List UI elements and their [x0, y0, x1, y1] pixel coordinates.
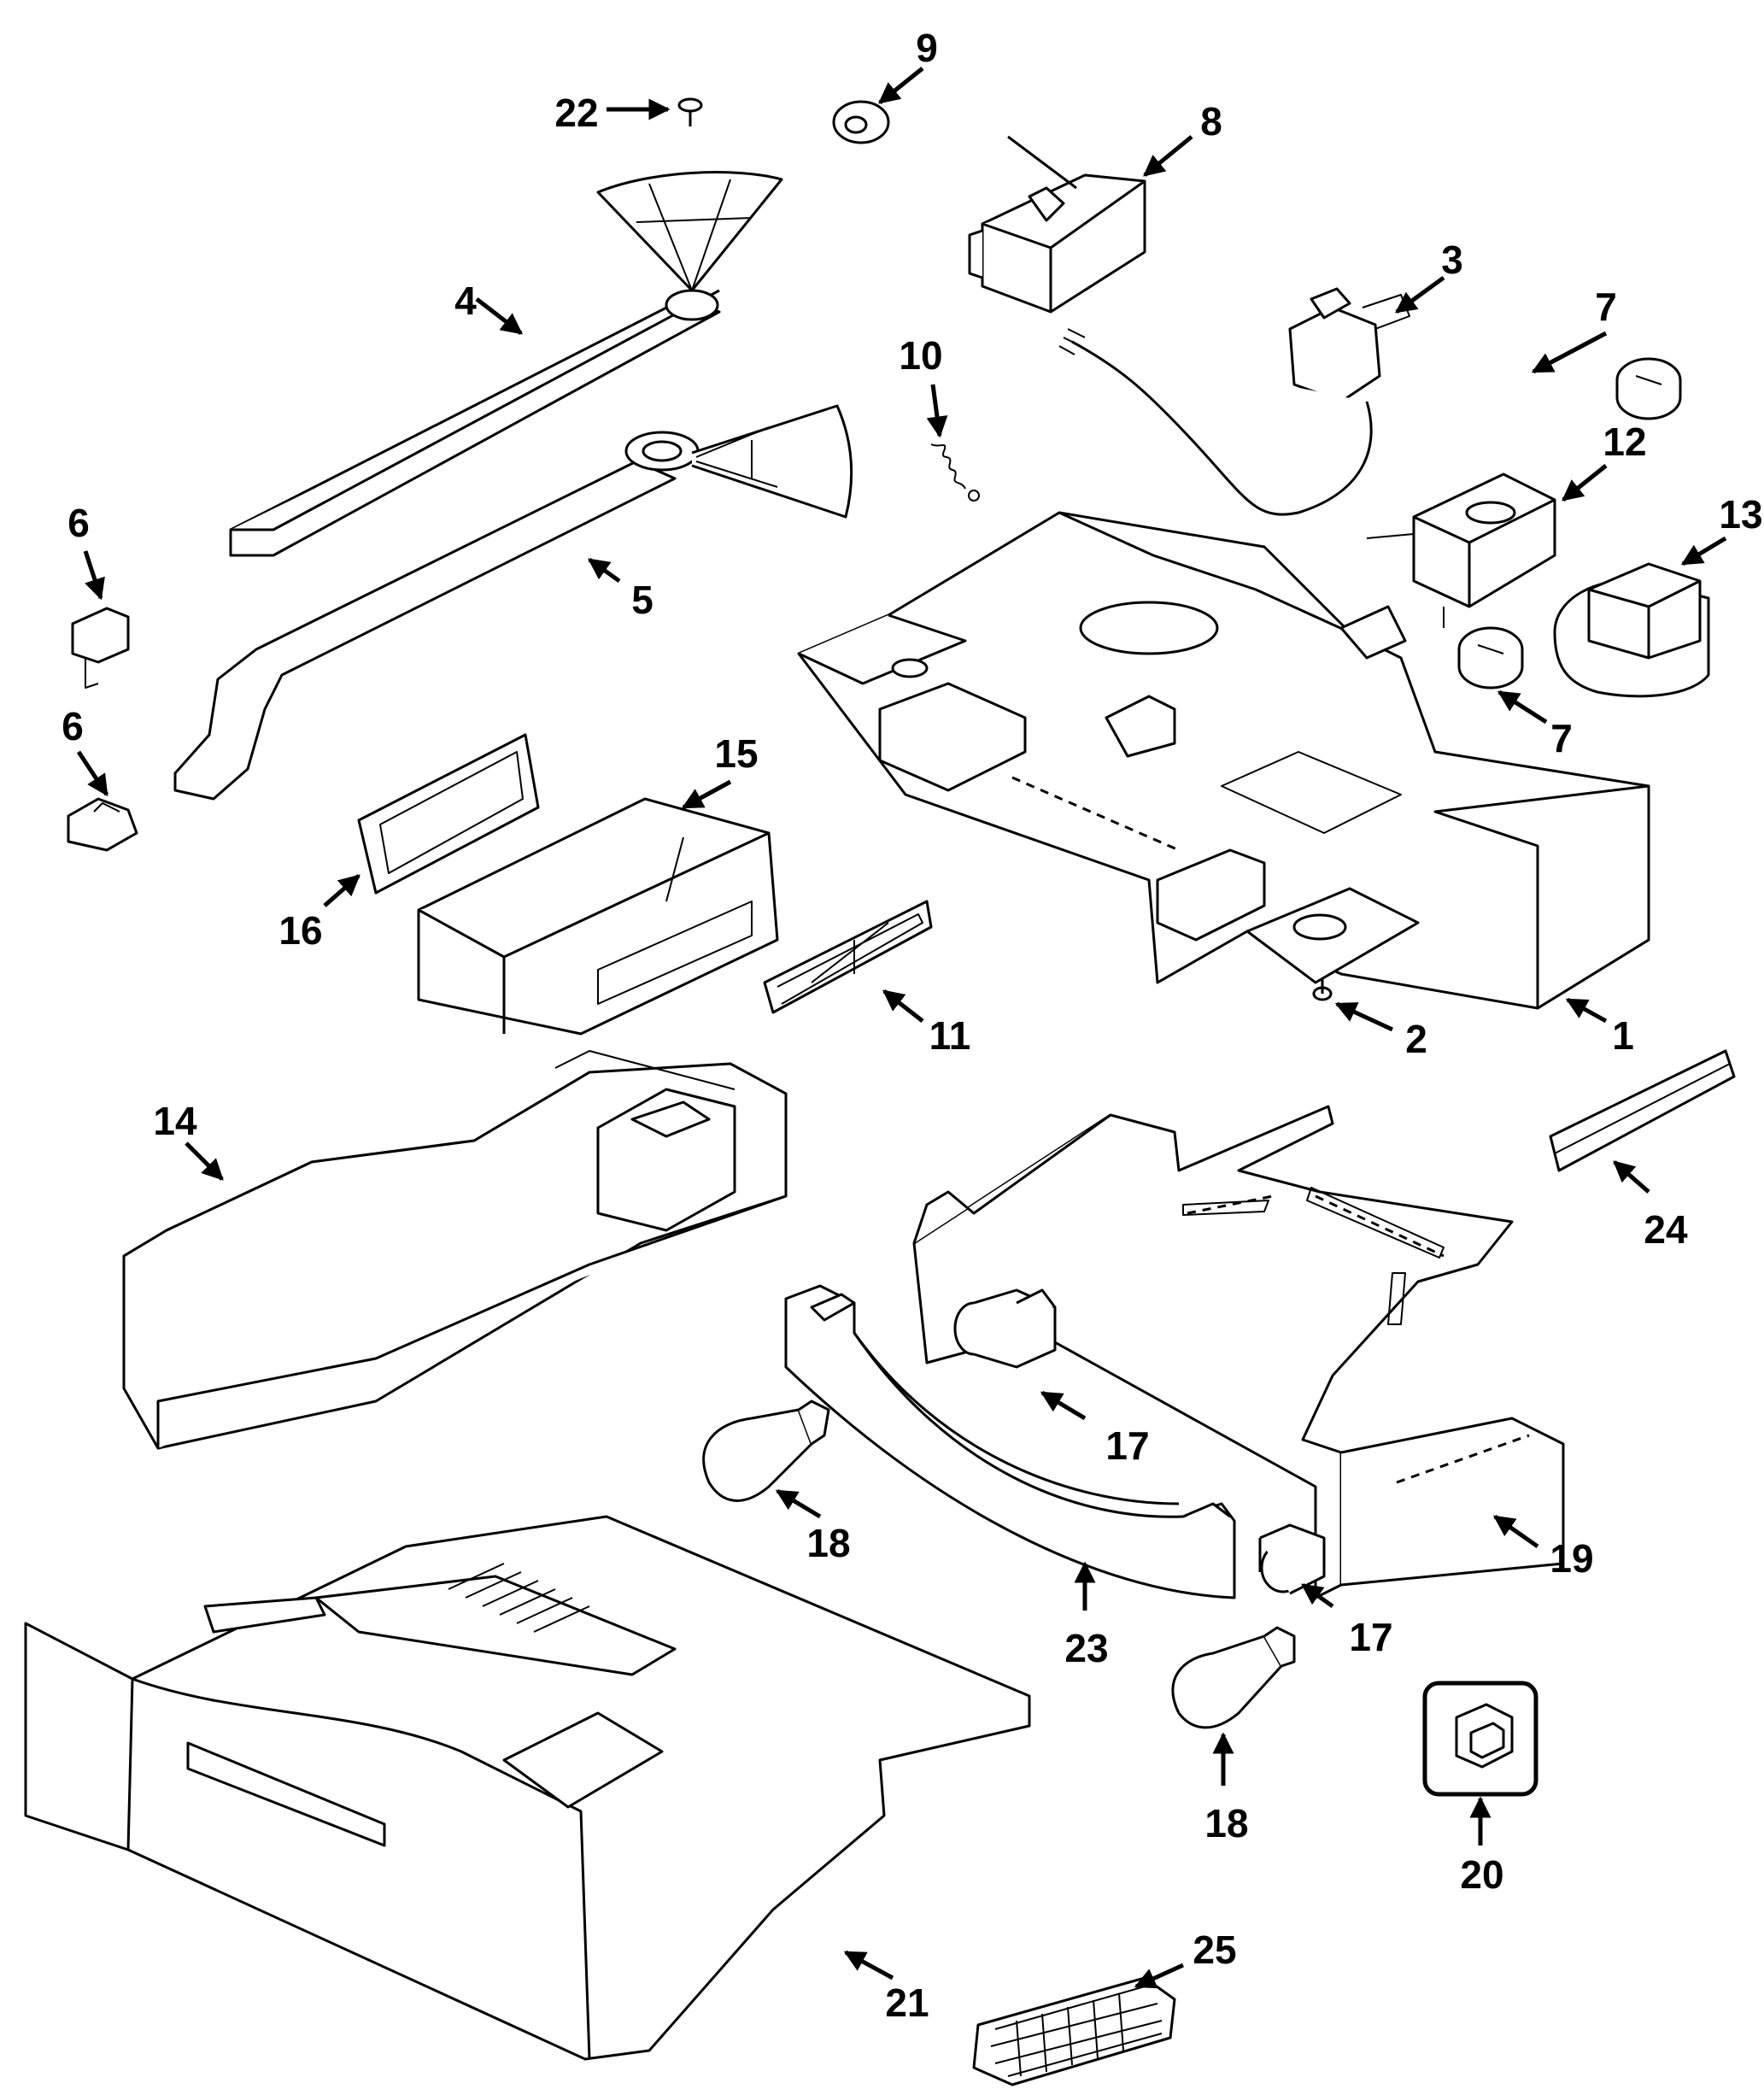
arrow-6b: [76, 750, 109, 797]
callout-24: 24: [1644, 1207, 1688, 1252]
leader-arrows: [76, 67, 1727, 1989]
part-11-grille: [763, 900, 933, 1014]
arrow-7b: [1497, 689, 1548, 725]
part-22-pin: [677, 97, 703, 126]
callout-16: 16: [278, 908, 322, 953]
part-5-lever-lower: [173, 404, 853, 801]
part-25-drip-grille: [972, 1976, 1176, 2086]
arrow-8: [1143, 135, 1193, 177]
part-16-frame: [357, 733, 540, 895]
callout-20: 20: [1460, 1852, 1503, 1897]
callout-17a: 17: [1105, 1423, 1149, 1468]
arrow-11: [882, 989, 924, 1023]
callout-7a: 7: [1595, 285, 1617, 329]
arrow-5: [587, 557, 621, 584]
part-2-screw: [1312, 978, 1333, 1001]
arrow-3: [1394, 275, 1445, 314]
callout-18a: 18: [806, 1521, 850, 1565]
part-17-lamp-socket-lower: [1258, 1523, 1326, 1595]
part-18-bulb-lower: [1171, 1626, 1296, 1729]
arrow-13: [1680, 536, 1727, 566]
part-6-clip-upper: [71, 607, 130, 689]
part-24-trim-strip: [1549, 1049, 1736, 1172]
callout-6a: 6: [67, 501, 90, 545]
arrow-15: [681, 779, 732, 810]
callout-5: 5: [631, 578, 653, 622]
arrow-1: [1565, 997, 1608, 1024]
callout-9: 9: [916, 26, 938, 70]
arrow-4: [475, 297, 523, 335]
part-21-door-panel: [24, 1515, 1031, 2061]
part-15-duct: [417, 797, 779, 1036]
arrow-16: [323, 874, 360, 907]
part-23-bezel: [784, 1284, 1236, 1599]
callout-3: 3: [1441, 238, 1463, 282]
callout-12: 12: [1603, 420, 1646, 464]
callout-13: 13: [1719, 492, 1762, 537]
callout-1: 1: [1612, 1013, 1634, 1058]
part-19-dispenser-housing: [912, 1105, 1565, 1599]
callout-4: 4: [454, 279, 477, 323]
part-13-damper-motor: [1553, 562, 1710, 698]
arrow-14: [185, 1141, 224, 1181]
arrow-18a: [775, 1488, 822, 1519]
callout-17b: 17: [1349, 1615, 1392, 1659]
callout-6b: 6: [62, 704, 84, 748]
part-18-bulb-upper: [702, 1400, 830, 1502]
part-14-air-duct: [122, 1050, 788, 1450]
callout-18b: 18: [1204, 1801, 1248, 1845]
callout-25: 25: [1193, 1928, 1236, 1972]
arrow-21: [843, 1950, 894, 1980]
part-1-main-housing: [797, 511, 1650, 1010]
callout-labels: 22 9 8 3 7 10 4 5 12 13 7 6 6 15 16 11 1…: [62, 26, 1762, 2025]
arrow-6a: [83, 550, 105, 601]
arrow-9: [878, 67, 924, 104]
part-3-thermostat: [1058, 287, 1410, 516]
callout-21: 21: [885, 1980, 929, 2025]
part-7-knob-lower: [1457, 626, 1524, 689]
arrow-17b: [1300, 1582, 1334, 1609]
arrow-24: [1613, 1160, 1650, 1194]
callout-19: 19: [1550, 1536, 1593, 1581]
arrow-2: [1334, 1001, 1394, 1032]
arrow-10: [926, 384, 948, 438]
arrow-17a: [1040, 1390, 1087, 1421]
callout-11: 11: [929, 1013, 971, 1058]
part-9-grommet: [832, 100, 890, 144]
callout-2: 2: [1405, 1017, 1427, 1061]
part-12-bracket: [1366, 472, 1556, 628]
callout-14: 14: [153, 1099, 197, 1143]
arrow-12: [1562, 464, 1608, 502]
arrow-25: [1134, 1963, 1185, 1989]
arrow-19: [1492, 1514, 1539, 1549]
part-4-lever-upper: [229, 171, 783, 557]
part-8-control-box: [968, 135, 1146, 314]
callout-10: 10: [899, 333, 942, 378]
callout-23: 23: [1064, 1626, 1108, 1670]
callout-22: 22: [554, 91, 598, 135]
callout-15: 15: [714, 731, 758, 776]
callout-8: 8: [1200, 99, 1222, 144]
arrow-7a: [1531, 331, 1608, 374]
part-6-clip-lower: [67, 797, 138, 852]
part-7-knob-upper: [1615, 357, 1682, 420]
callout-7b: 7: [1550, 716, 1573, 760]
part-10-spring: [930, 443, 980, 502]
part-20-switch: [1422, 1681, 1538, 1797]
part-17-lamp-socket-upper: [953, 1288, 1057, 1369]
